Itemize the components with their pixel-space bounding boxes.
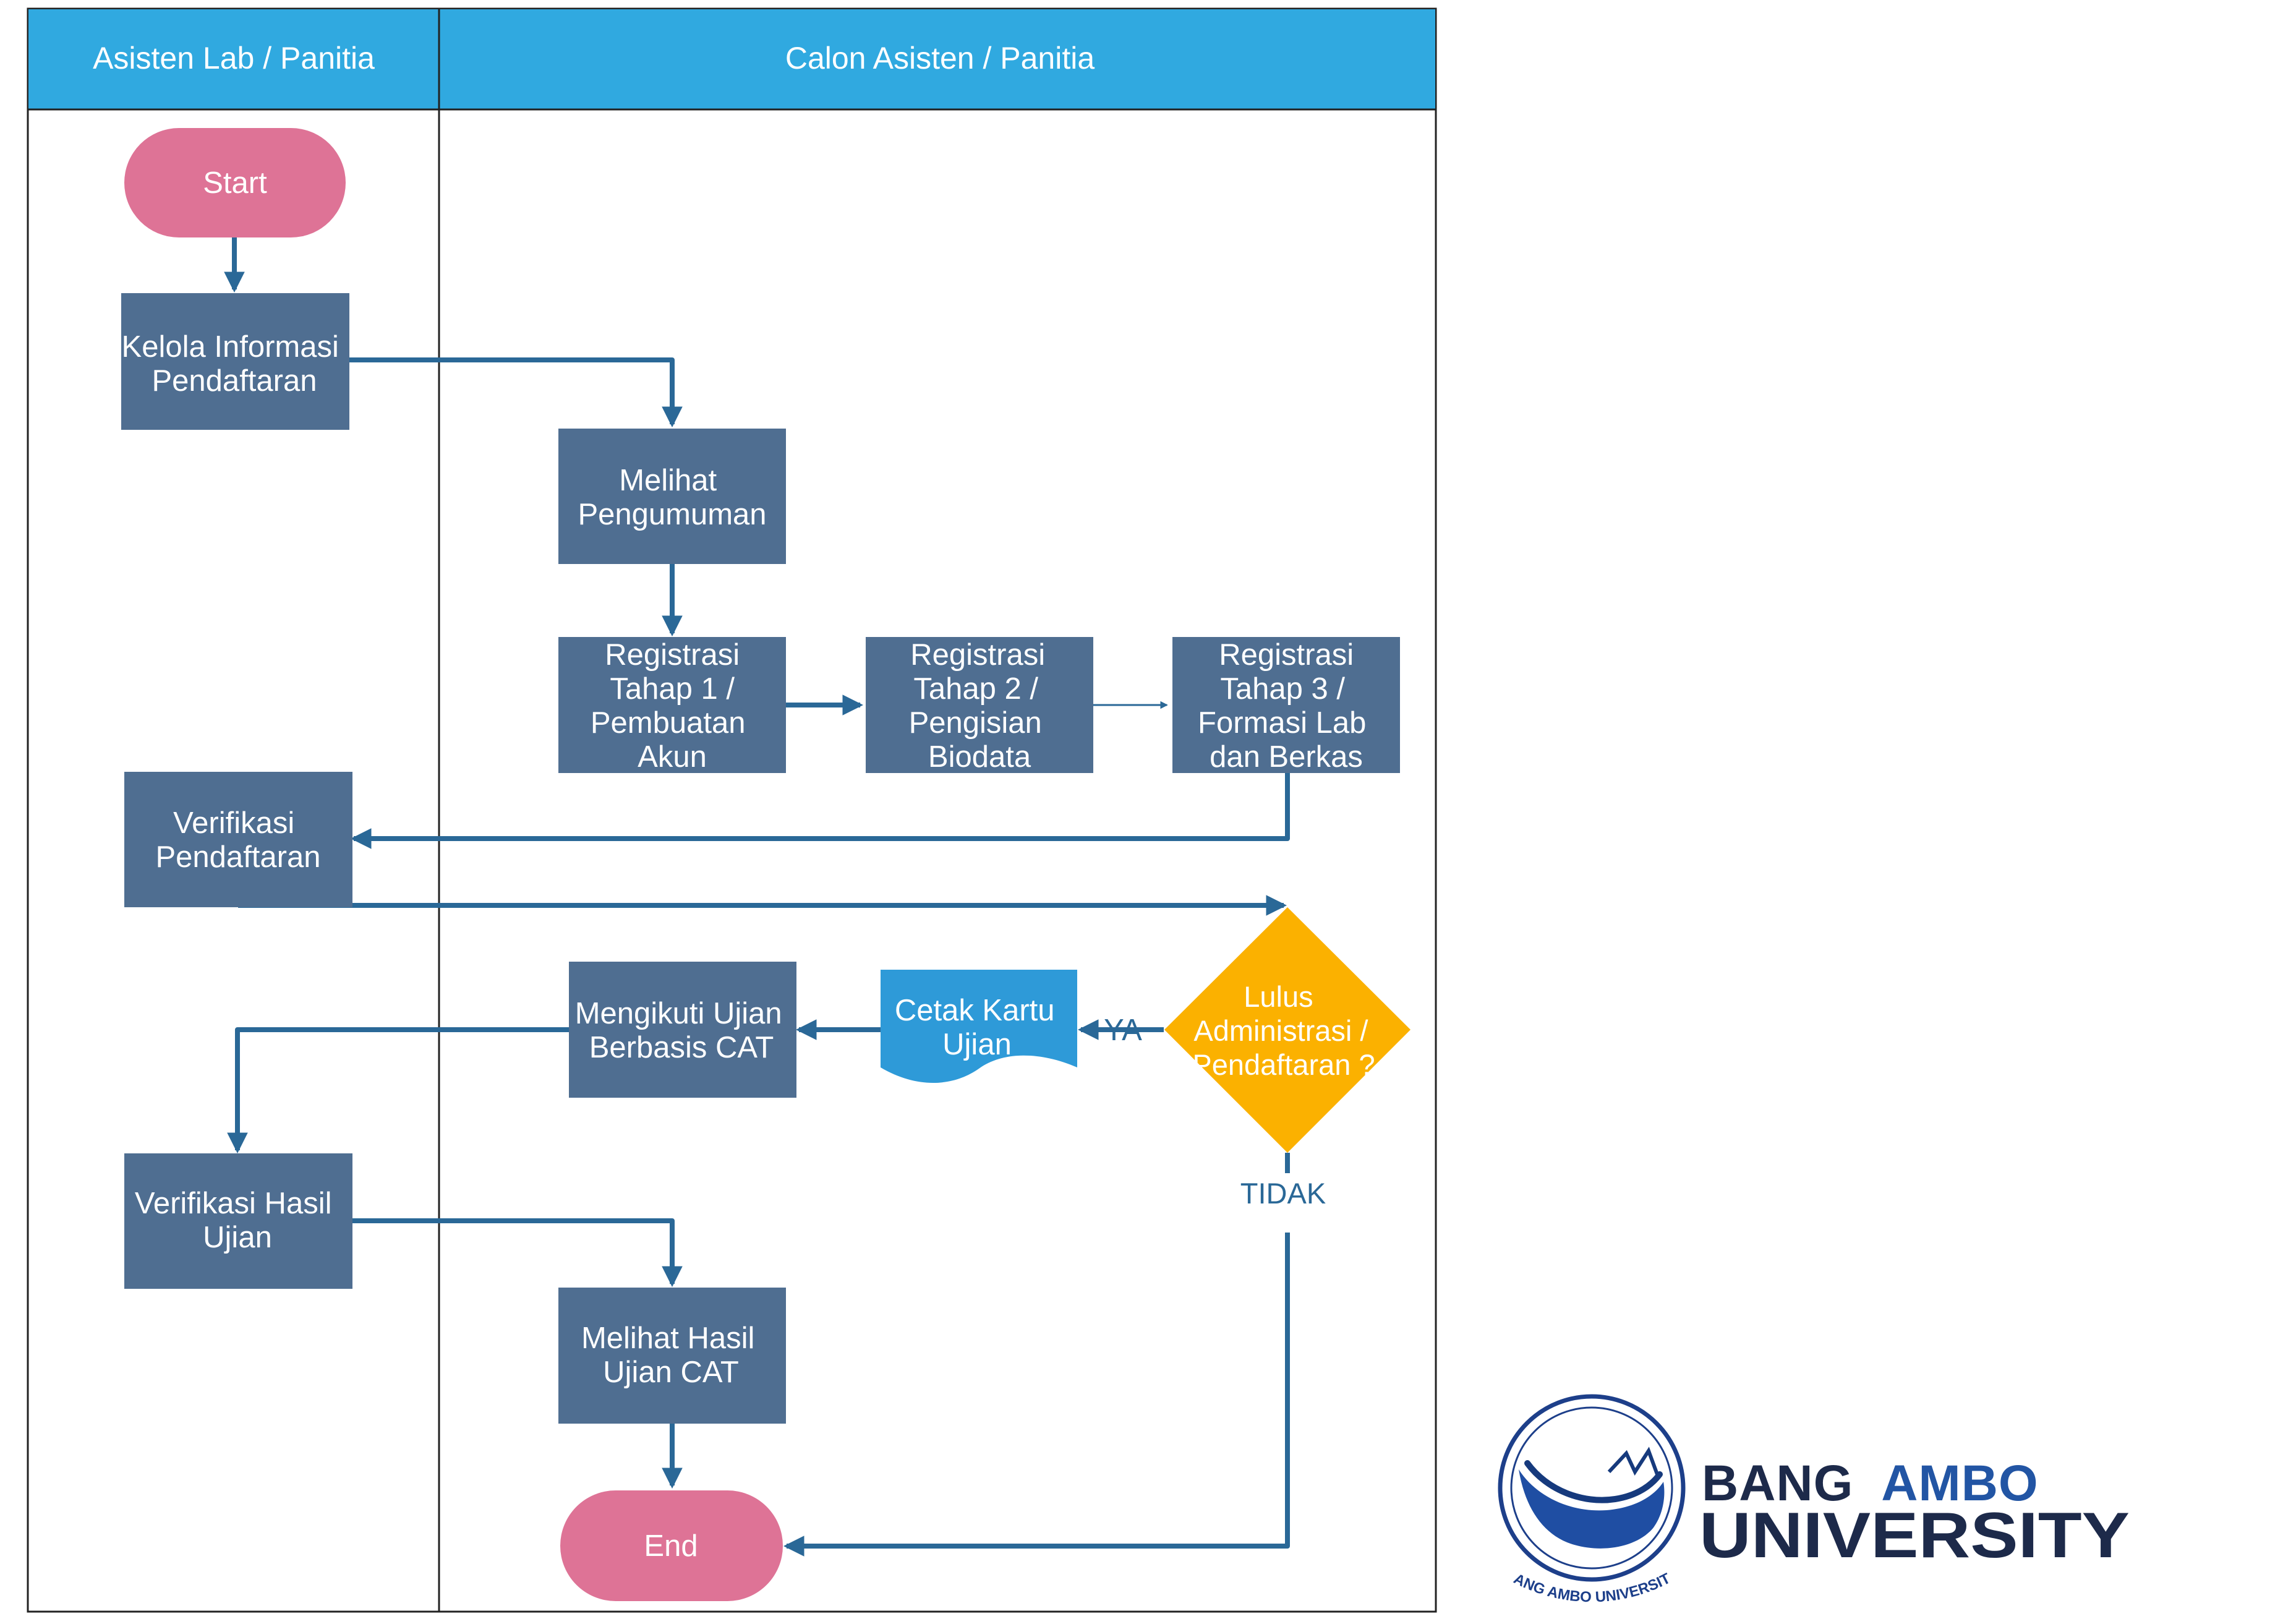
edge-lulus-end	[787, 1153, 1290, 1546]
svg-text:Lulus Administrasi /: Lulus Administrasi / Pendaftaran ?	[1192, 980, 1376, 1081]
logo-word-ambo: AMBO	[1881, 1455, 2039, 1511]
end-terminal: End	[560, 1490, 783, 1601]
svg-text:Registrasi Tahap 1 /: Registrasi Tahap 1 / Pembuatan Akun	[591, 638, 754, 774]
node-label-line: Pembuatan	[591, 706, 746, 740]
node-label-line: Administrasi /	[1193, 1014, 1368, 1047]
process-kelola-informasi: Kelola Informasi Pendaftaran	[121, 293, 349, 430]
process-registrasi-tahap-3: Registrasi Tahap 3 / Formasi Lab dan Ber…	[1172, 637, 1400, 774]
node-label-line: Melihat Hasil	[581, 1322, 754, 1355]
svg-text:Verifikasi Hasil Ujian: Verifikasi Hasil Ujian	[135, 1187, 340, 1254]
process-melihat-hasil-ujian: Melihat Hasil Ujian CAT	[558, 1288, 786, 1424]
logo-word-bang: BANG	[1702, 1455, 1853, 1511]
edge-label-ya: YA	[1104, 1014, 1142, 1047]
svg-text:Kelola Informasi Pendaft: Kelola Informasi Pendaftaran	[122, 330, 348, 398]
process-verifikasi-hasil-ujian: Verifikasi Hasil Ujian	[124, 1153, 352, 1289]
node-label-line: Pengumuman	[578, 498, 766, 531]
logo-wordmark-line2: UNIVERSITY	[1699, 1500, 2130, 1571]
node-label-line: Melihat	[619, 464, 717, 497]
node-label-line: Tahap 2 /	[913, 672, 1038, 706]
logo-wordmark-line1: BANG AMBO	[1702, 1455, 2039, 1511]
node-label-line: Ujian CAT	[603, 1356, 739, 1389]
lane-title-calon: Calon Asisten / Panitia	[785, 41, 1095, 75]
node-label-line: Akun	[638, 740, 707, 774]
edge-reg3-verifikasi	[350, 773, 1290, 849]
node-label-line: Pendaftaran ?	[1192, 1048, 1375, 1081]
node-label-line: Lulus	[1244, 980, 1313, 1013]
start-label: Start	[203, 166, 267, 200]
node-label-line: Cetak Kartu	[895, 994, 1055, 1027]
svg-text:Cetak Kartu Ujian: Cetak Kartu Ujian	[895, 994, 1063, 1061]
process-registrasi-tahap-1: Registrasi Tahap 1 / Pembuatan Akun	[558, 637, 786, 774]
node-label-line: Kelola Informasi	[122, 330, 339, 364]
edge-verifikasi-hasil-melihat-hasil	[352, 1218, 683, 1288]
node-label-line: Tahap 3 /	[1220, 672, 1345, 706]
edge-kelola-pengumuman	[348, 357, 683, 428]
svg-text:Registrasi Tahap 2 /: Registrasi Tahap 2 / Pengisian Biodata	[909, 638, 1054, 774]
node-label-line: Pendaftaran	[152, 364, 317, 398]
svg-text:Mengikuti Ujian Berbasis: Mengikuti Ujian Berbasis CAT	[575, 997, 791, 1064]
start-terminal: Start	[124, 128, 346, 237]
node-label-line: Verifikasi Hasil	[135, 1187, 332, 1220]
document-cetak-kartu-ujian: Cetak Kartu Ujian	[881, 970, 1077, 1083]
node-label-line: Berbasis CAT	[589, 1031, 774, 1064]
node-label-line: Biodata	[928, 740, 1031, 774]
node-label-line: Registrasi	[910, 638, 1045, 672]
node-label-line: Mengikuti Ujian	[575, 997, 782, 1030]
edge-mengikuti-verifikasi-hasil	[227, 1027, 569, 1154]
decision-lulus-administrasi: Lulus Administrasi / Pendaftaran ?	[1164, 907, 1410, 1153]
roof-emblem	[1519, 1469, 1665, 1549]
end-label: End	[644, 1529, 698, 1563]
process-melihat-pengumuman: Melihat Pengumuman	[558, 429, 786, 564]
node-label-line: Tahap 1 /	[610, 672, 735, 706]
node-label-line: Formasi Lab	[1198, 706, 1366, 740]
process-registrasi-tahap-2: Registrasi Tahap 2 / Pengisian Biodata	[866, 637, 1093, 774]
process-mengikuti-ujian: Mengikuti Ujian Berbasis CAT	[569, 962, 796, 1098]
connectors	[224, 237, 1290, 1546]
process-verifikasi-pendaftaran: Verifikasi Pendaftaran	[124, 772, 352, 907]
node-label-line: Registrasi	[1219, 638, 1354, 672]
lane-title-asisten: Asisten Lab / Panitia	[93, 41, 375, 75]
node-label-line: Registrasi	[605, 638, 740, 672]
node-label-line: Pendaftaran	[156, 840, 321, 874]
node-label-line: Ujian	[942, 1028, 1012, 1061]
svg-text:Melihat Pengumuman: Melihat Pengumuman	[578, 464, 766, 531]
node-label-line: Verifikasi	[173, 806, 294, 840]
node-label-line: Ujian	[203, 1221, 272, 1254]
node-label-line: Pengisian	[909, 706, 1042, 740]
node-label-line: dan Berkas	[1210, 740, 1363, 774]
svg-text:Registrasi Tahap 3 /: Registrasi Tahap 3 / Formasi Lab dan Ber…	[1198, 638, 1375, 774]
lane-header-background	[28, 9, 1435, 109]
edge-label-tidak: TIDAK	[1240, 1177, 1326, 1210]
svg-text:Melihat Hasil Ujian CAT: Melihat Hasil Ujian CAT	[581, 1322, 763, 1389]
svg-text:Verifikasi Pendaftaran: Verifikasi Pendaftaran	[156, 806, 321, 874]
